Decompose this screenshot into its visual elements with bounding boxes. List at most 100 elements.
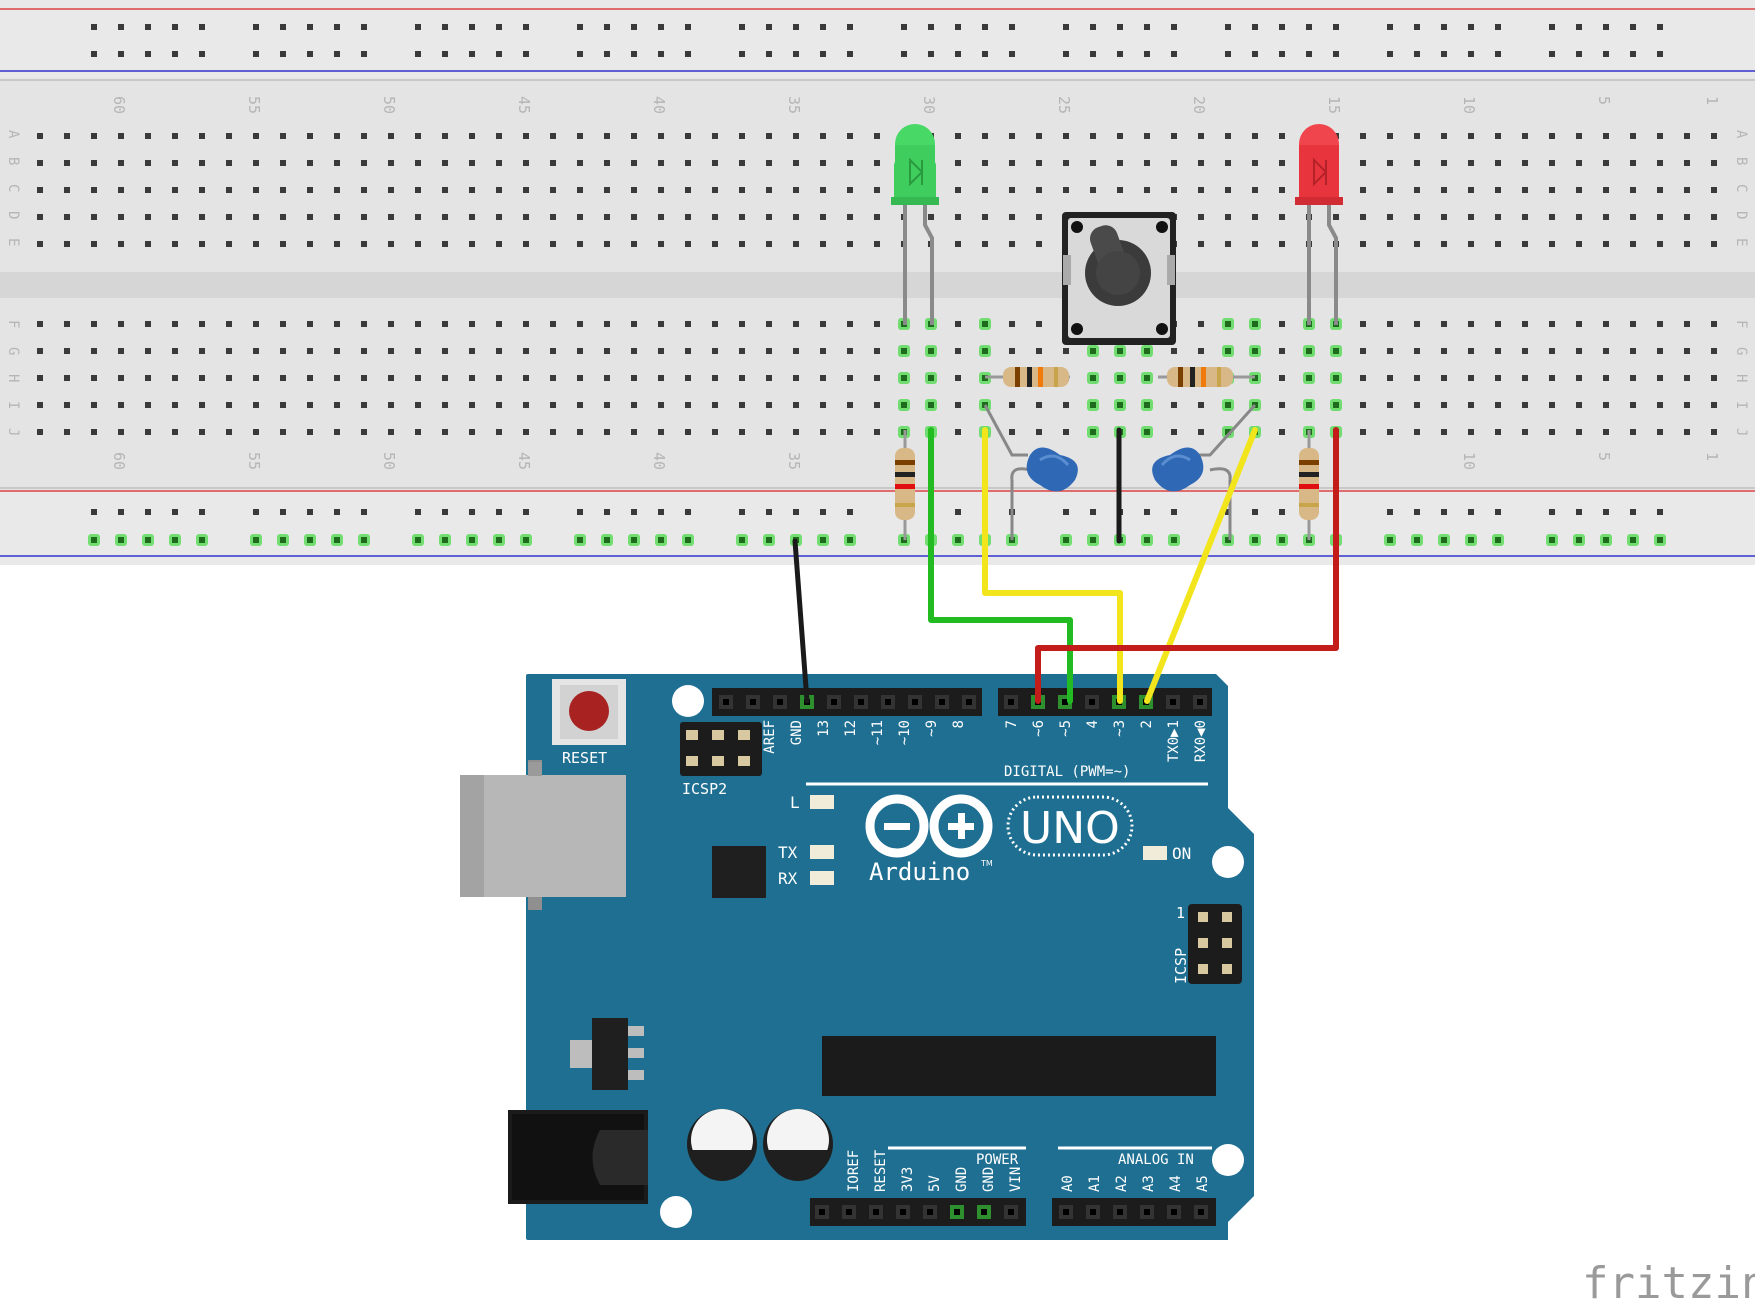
breadboard-hole	[1468, 51, 1474, 57]
breadboard-hole	[739, 133, 745, 139]
breadboard-hole	[64, 402, 70, 408]
breadboard-hole	[793, 402, 799, 408]
breadboard-hole	[145, 24, 151, 30]
capacitor-right[interactable]	[1152, 403, 1257, 540]
breadboard-hole	[415, 402, 421, 408]
breadboard-hole	[1144, 509, 1150, 515]
breadboard-hole	[1657, 214, 1663, 220]
resistor-left[interactable]	[985, 367, 1070, 387]
breadboard-hole	[1684, 402, 1690, 408]
header-pin-hole	[1008, 699, 1014, 705]
breadboard-hole	[604, 187, 610, 193]
connected-hole-center	[1225, 429, 1231, 435]
breadboard-hole	[658, 24, 664, 30]
breadboard-hole	[847, 509, 853, 515]
breadboard-hole	[361, 51, 367, 57]
wire-green[interactable]	[928, 427, 1073, 704]
pin-label: ~9	[924, 720, 940, 737]
breadboard-hole	[91, 402, 97, 408]
breadboard-hole	[1117, 187, 1123, 193]
breadboard-hole	[37, 241, 43, 247]
wire-red[interactable]	[1035, 427, 1339, 704]
breadboard-hole	[1117, 133, 1123, 139]
breadboard-hole	[1684, 133, 1690, 139]
breadboard-hole	[307, 24, 313, 30]
breadboard-hole	[1576, 429, 1582, 435]
breadboard-hole	[1387, 429, 1393, 435]
breadboard-hole	[361, 375, 367, 381]
column-number: 40	[650, 452, 668, 470]
resistor-right[interactable]	[1158, 367, 1255, 387]
breadboard-hole	[1441, 348, 1447, 354]
breadboard-hole	[577, 241, 583, 247]
breadboard-hole	[442, 321, 448, 327]
breadboard-hole	[577, 429, 583, 435]
wire-black-gnd[interactable]	[792, 538, 810, 704]
green-led[interactable]	[891, 124, 939, 325]
breadboard-hole	[1711, 187, 1717, 193]
breadboard-hole	[1144, 133, 1150, 139]
breadboard-hole	[118, 509, 124, 515]
breadboard-hole	[1414, 375, 1420, 381]
breadboard-hole	[1171, 133, 1177, 139]
led-tx	[810, 845, 834, 859]
header-pin-hole	[819, 1209, 825, 1215]
breadboard-hole	[1198, 348, 1204, 354]
breadboard-hole	[955, 214, 961, 220]
breadboard-hole	[685, 321, 691, 327]
potentiometer[interactable]	[1062, 212, 1176, 345]
header-pin-hole	[900, 1209, 906, 1215]
resistor-red-led[interactable]	[1299, 430, 1319, 540]
breadboard-hole	[1657, 51, 1663, 57]
breadboard-hole	[469, 24, 475, 30]
breadboard-hole	[1630, 509, 1636, 515]
connected-hole-center	[361, 537, 367, 543]
breadboard-hole	[1495, 429, 1501, 435]
breadboard-hole	[1576, 160, 1582, 166]
breadboard-hole	[847, 321, 853, 327]
breadboard-hole	[1252, 509, 1258, 515]
breadboard-hole	[1279, 24, 1285, 30]
breadboard-hole	[64, 321, 70, 327]
connected-hole-center	[334, 537, 340, 543]
breadboard-hole	[172, 214, 178, 220]
breadboard-hole	[280, 51, 286, 57]
breadboard-hole	[1576, 348, 1582, 354]
pin-label: TX0▶1	[1166, 720, 1182, 762]
breadboard-hole	[1306, 24, 1312, 30]
arduino-uno[interactable]: RESET ICSP2 AREF GND 13 12 ~11 ~10 ~9	[460, 674, 1254, 1240]
capacitor-left[interactable]	[983, 404, 1078, 540]
breadboard-hole	[496, 160, 502, 166]
breadboard-hole	[982, 51, 988, 57]
breadboard-hole	[280, 214, 286, 220]
reset-button[interactable]	[552, 679, 626, 745]
breadboard-hole	[1171, 402, 1177, 408]
breadboard-hole	[388, 160, 394, 166]
breadboard-hole	[631, 241, 637, 247]
breadboard-hole	[793, 187, 799, 193]
breadboard-hole	[1657, 24, 1663, 30]
column-number: 55	[245, 452, 263, 470]
breadboard-hole	[523, 429, 529, 435]
breadboard-hole	[1009, 214, 1015, 220]
pin-label: 2	[1139, 720, 1155, 728]
connected-hole-center	[307, 537, 313, 543]
breadboard-hole	[982, 241, 988, 247]
pin-label: ~11	[870, 720, 886, 745]
header-pin-hole	[1062, 699, 1068, 705]
breadboard-hole	[577, 24, 583, 30]
connected-hole-center	[469, 537, 475, 543]
header-pin-hole	[1008, 1209, 1014, 1215]
breadboard-hole	[577, 133, 583, 139]
breadboard-hole	[523, 160, 529, 166]
red-led[interactable]	[1295, 124, 1343, 325]
breadboard-hole	[685, 241, 691, 247]
breadboard-hole	[361, 241, 367, 247]
breadboard-hole	[496, 214, 502, 220]
breadboard-hole	[820, 214, 826, 220]
resistor-green-led[interactable]	[895, 430, 915, 540]
breadboard-hole	[1603, 241, 1609, 247]
breadboard-hole	[1522, 214, 1528, 220]
breadboard-hole	[739, 187, 745, 193]
wire-yellow-right[interactable]	[1144, 427, 1258, 704]
